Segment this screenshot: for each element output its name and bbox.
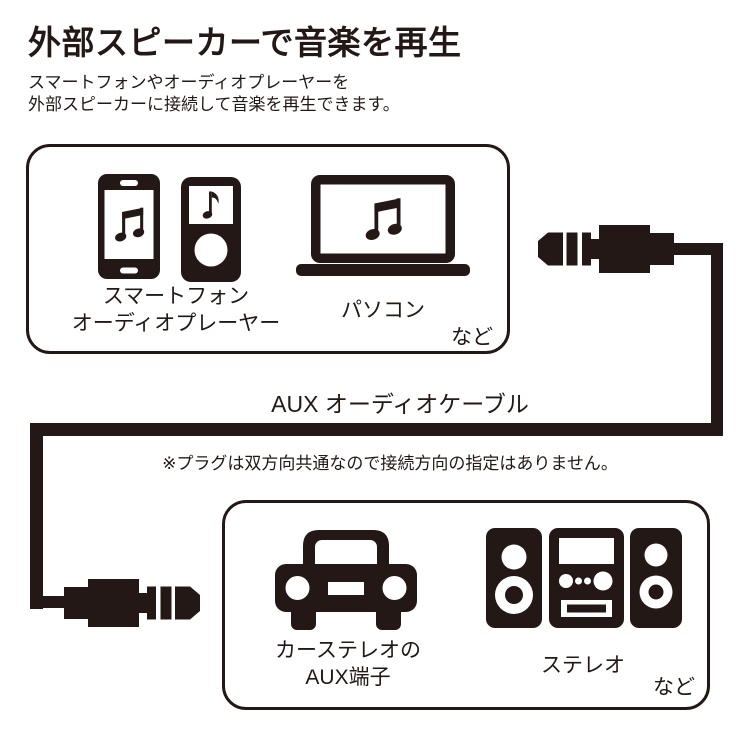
devices-label-line-1: スマートフォン	[102, 285, 250, 308]
cable-direction-note: ※プラグは双方向共通なので接続方向の指定はありません。	[162, 454, 618, 473]
page-subtitle: スマートフォンやオーディオプレーヤーを 外部スピーカーに接続して音楽を再生できま…	[28, 72, 400, 116]
page-title: 外部スピーカーで音楽を再生	[28, 24, 462, 61]
audio-player-icon	[181, 177, 241, 282]
smartphone-icon	[98, 174, 160, 279]
cable-segment-top	[660, 243, 723, 255]
devices-label-line-2: オーディオプレーヤー	[71, 311, 281, 335]
devices-label: スマートフォン オーディオプレーヤー	[66, 284, 286, 338]
subtitle-line-1: スマートフォンやオーディオプレーヤーを	[28, 73, 350, 92]
car-icon	[275, 530, 417, 630]
aux-plug-bottom-icon	[64, 579, 200, 627]
car-aux-label-line-1: カーステレオの	[275, 639, 421, 662]
destination-devices-box: カーステレオの AUX端子 ステレオ など	[222, 500, 710, 710]
cable-segment-left	[30, 423, 43, 609]
stereo-icon	[486, 528, 682, 628]
subtitle-line-2: 外部スピーカーに接続して音楽を再生できます。	[28, 95, 400, 115]
laptop-icon	[296, 175, 470, 276]
pc-label: パソコン	[341, 299, 425, 322]
aux-plug-top-icon	[538, 225, 674, 273]
etc-label-source: など	[451, 326, 493, 349]
aux-cable-label: AUX オーディオケーブル	[271, 391, 529, 417]
car-aux-label-line-2: AUX端子	[305, 665, 391, 689]
etc-label-destination: など	[653, 676, 695, 699]
source-devices-box: スマートフォン オーディオプレーヤー パソコン など	[26, 144, 510, 354]
car-aux-label: カーステレオの AUX端子	[248, 638, 448, 692]
cable-segment-middle	[30, 423, 723, 436]
cable-segment-right	[711, 243, 723, 436]
cable-segment-bottom	[40, 596, 70, 608]
stereo-label: ステレオ	[541, 654, 625, 677]
